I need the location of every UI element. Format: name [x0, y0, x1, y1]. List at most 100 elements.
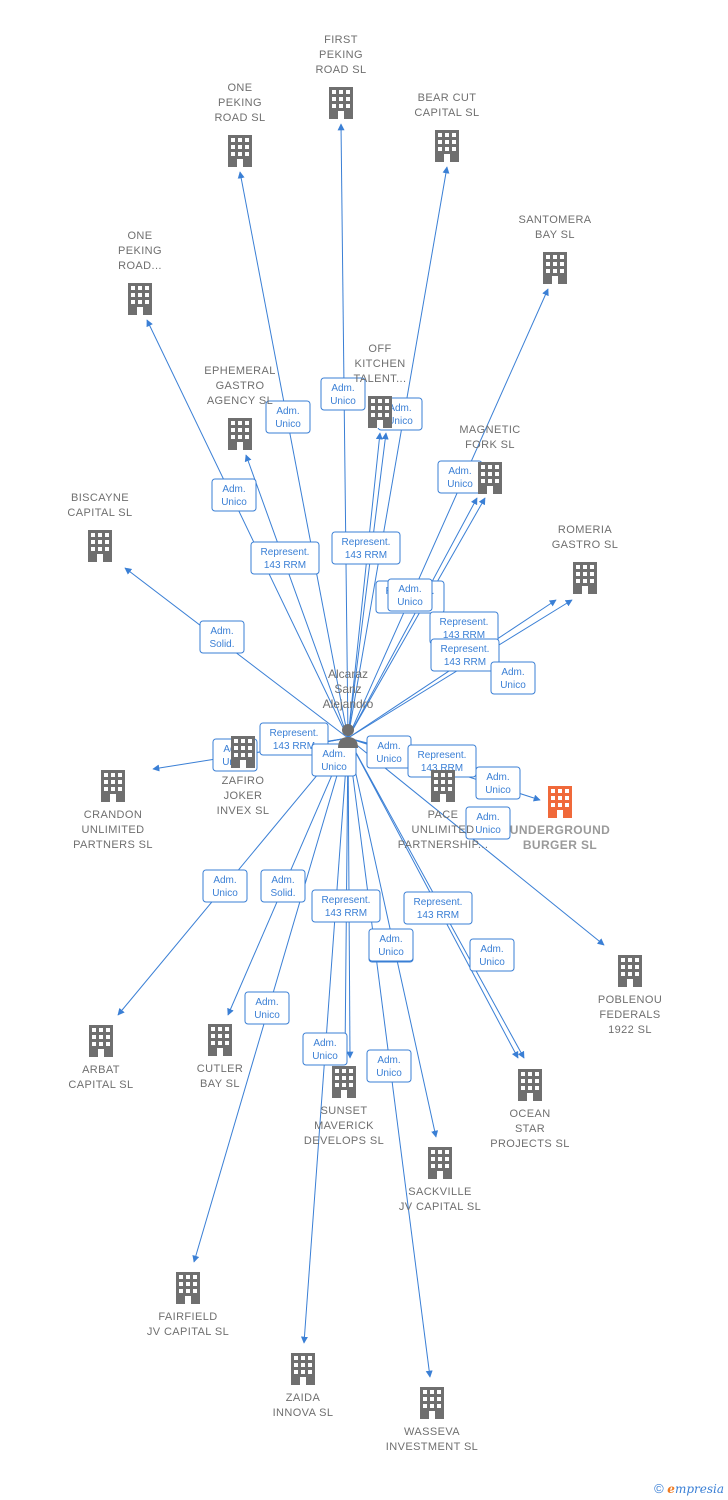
company-label: FIRST — [324, 34, 358, 46]
edge-label-text: Adm. — [276, 406, 299, 417]
edge-label[interactable]: Represent. 143 RRM — [331, 531, 401, 565]
edge-label-text: Represent. — [261, 547, 310, 558]
company-node-pace[interactable]: PACEUNLIMITEDPARTNERSHIP... — [398, 770, 489, 851]
building-icon — [548, 786, 572, 818]
edge-label[interactable]: Adm.Solid. — [260, 869, 306, 903]
edge-label[interactable]: Adm.Unico — [437, 460, 483, 494]
edge-label[interactable]: Adm.Unico — [265, 400, 311, 434]
company-label: EPHEMERAL — [204, 365, 275, 377]
edge-label[interactable]: Represent. 143 RRM — [403, 891, 473, 925]
company-node-one_peking_2[interactable]: ONEPEKINGROAD... — [118, 230, 162, 315]
edge-first_peking — [337, 123, 349, 739]
company-label: ROAD... — [118, 260, 162, 272]
company-label: JV CAPITAL SL — [399, 1201, 481, 1213]
building-icon — [431, 770, 455, 802]
person-label: Alcaraz — [328, 667, 368, 681]
company-label: MAGNETIC — [459, 424, 520, 436]
edge-label-box — [475, 766, 521, 800]
edge-label-text: Represent. — [414, 897, 463, 908]
edge-label-text: Adm. — [398, 584, 421, 595]
edge-label[interactable]: Represent.143 RRM — [311, 889, 381, 923]
edge-label-text: Adm. — [313, 1038, 336, 1049]
brand-name: empresia — [667, 1482, 724, 1496]
edge-label-text: 143 RRM — [417, 910, 459, 921]
company-label: OCEAN — [509, 1108, 550, 1120]
edge-label-box — [211, 478, 257, 512]
edge-label-text: Adm. — [331, 383, 354, 394]
building-icon — [428, 1147, 452, 1179]
edge-label[interactable]: Adm.Unico — [211, 478, 257, 512]
person-icon-body — [338, 737, 358, 748]
edge-label-text: Unico — [479, 957, 505, 968]
building-icon — [89, 1025, 113, 1057]
edge-label[interactable]: Adm. Unico — [302, 1032, 348, 1066]
edge-label-text: Adm. — [480, 944, 503, 955]
edge-label[interactable]: Adm.Unico — [202, 869, 248, 903]
edge-label-text: Solid. — [270, 888, 295, 899]
edge-label-text: Unico — [447, 479, 473, 490]
edge-label[interactable]: Adm.Unico — [475, 766, 521, 800]
edge-label[interactable]: Represent.143 RRM — [250, 541, 320, 575]
edge-label-box — [469, 938, 515, 972]
edge-label[interactable]: Adm.Unico — [490, 661, 536, 695]
edge-label[interactable]: Represent.143 RRM — [430, 638, 500, 672]
building-icon — [435, 130, 459, 162]
company-label: UNLIMITED — [82, 824, 145, 836]
company-label: INNOVA SL — [273, 1407, 334, 1419]
company-label: INVESTMENT SL — [386, 1441, 478, 1453]
brand-footer[interactable]: © empresia — [654, 1481, 724, 1496]
edge-label[interactable]: Adm.Unico — [465, 806, 511, 840]
edge-label-box — [430, 638, 500, 672]
edge-label[interactable]: Adm.Unico — [387, 578, 433, 612]
edge-label-box — [311, 889, 381, 923]
edge-label-text: Adm. — [388, 403, 411, 414]
edge-label[interactable]: Adm. Unico — [469, 938, 515, 972]
edge-label[interactable]: Represent.143 RRM — [259, 722, 329, 756]
edge-label-text: Represent. — [342, 537, 391, 548]
edge-label-text: Unico — [485, 785, 511, 796]
company-label: ROAD SL — [315, 64, 366, 76]
edge-label-text: Adm. — [501, 667, 524, 678]
edge-label[interactable]: Adm.Unico — [320, 377, 366, 411]
company-label: 1922 SL — [608, 1024, 652, 1036]
edge-label[interactable]: Adm.Unico — [366, 735, 412, 769]
company-node-off_kitchen[interactable]: OFFKITCHENTALENT... — [354, 343, 407, 428]
edge-label-text: Unico — [312, 1051, 338, 1062]
edge-label-text: 143 RRM — [444, 657, 486, 668]
edge-label[interactable]: Adm.Solid. — [199, 620, 245, 654]
edge-label[interactable]: Adm.Unico — [368, 928, 414, 962]
edge-label[interactable]: Adm.Unico — [311, 743, 357, 777]
edge-label[interactable]: Adm.Unico — [244, 991, 290, 1025]
edge-label-text: 143 RRM — [345, 550, 387, 561]
edge-magnetic — [347, 497, 478, 739]
company-label: INVEX SL — [217, 805, 270, 817]
edge-ephemeral — [244, 454, 349, 739]
edge-label[interactable]: Adm.Unico — [366, 1049, 412, 1083]
building-icon — [291, 1353, 315, 1385]
edge-label-text: Represent. — [270, 728, 319, 739]
